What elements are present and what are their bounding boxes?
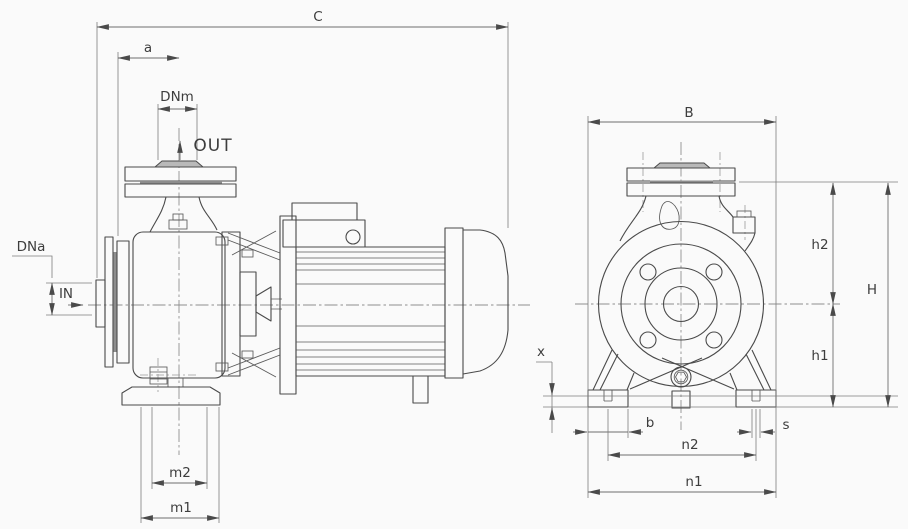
- dimensions-front-view: B h2 h1 H x b: [536, 105, 898, 498]
- dim-m1: m1: [140, 407, 220, 523]
- suction-bore: [662, 285, 700, 323]
- dim-x: x: [536, 344, 555, 433]
- bolt-hole: [705, 331, 723, 349]
- dim-a: a: [117, 40, 180, 236]
- motor-fins: [296, 251, 445, 371]
- bolt-hole: [639, 263, 657, 281]
- dimensions-side-view: C a DNm OUT DNa IN m2: [12, 9, 509, 523]
- dim-C: C: [96, 9, 509, 278]
- dim-label-m2: m2: [169, 465, 191, 481]
- suction-flange: [95, 236, 130, 368]
- centerlines: [88, 128, 840, 455]
- dim-h2: h2: [811, 182, 836, 305]
- label-out: OUT: [193, 136, 232, 156]
- dim-label-h2: h2: [811, 237, 828, 253]
- lantern-tie-rods: [227, 230, 281, 378]
- dim-n1: n1: [587, 474, 777, 495]
- motor: [279, 202, 509, 404]
- dim-DNa: DNa: [12, 239, 92, 316]
- dim-b: b: [573, 409, 654, 438]
- dim-label-H: H: [867, 282, 877, 298]
- dim-label-DNa: DNa: [17, 239, 46, 255]
- front-view: [587, 162, 777, 409]
- dim-label-m1: m1: [170, 500, 192, 516]
- dim-label-b: b: [646, 415, 655, 431]
- suction-flange-od: [620, 243, 742, 365]
- raised-face: [644, 267, 718, 341]
- label-in: IN: [59, 286, 73, 302]
- backplate-seal-housing: [215, 231, 282, 377]
- dim-label-s: s: [782, 417, 789, 433]
- dim-s: s: [737, 409, 790, 438]
- bolt-hole: [639, 331, 657, 349]
- volute-casing: [132, 196, 226, 379]
- dim-DNm: DNm: [157, 89, 198, 160]
- dim-label-C: C: [313, 9, 322, 25]
- front-discharge-flange: [626, 162, 736, 197]
- dim-label-DNm: DNm: [160, 89, 194, 105]
- dim-label-n1: n1: [685, 474, 702, 490]
- dim-label-a: a: [144, 40, 152, 56]
- dim-label-h1: h1: [811, 348, 828, 364]
- front-feet: [587, 349, 777, 408]
- front-neck: [619, 195, 756, 252]
- dim-m2: m2: [151, 407, 208, 489]
- dim-B: B: [587, 105, 777, 498]
- terminal-box: [282, 202, 366, 248]
- dim-h1: h1: [811, 303, 836, 408]
- dim-H: H: [867, 182, 891, 408]
- pump-foot: [121, 366, 221, 406]
- vent-plug: [732, 216, 756, 234]
- dim-n2: n2: [607, 409, 757, 461]
- terminal-box-hole: [345, 229, 361, 245]
- side-view: [95, 160, 509, 406]
- discharge-flange: [124, 160, 237, 198]
- callout-in: IN: [59, 286, 84, 308]
- callout-out: OUT: [177, 136, 232, 160]
- motor-foot: [412, 375, 429, 404]
- dim-label-x: x: [537, 344, 545, 360]
- dim-label-n2: n2: [681, 437, 698, 453]
- dim-label-B: B: [684, 105, 693, 121]
- bolt-hole: [705, 263, 723, 281]
